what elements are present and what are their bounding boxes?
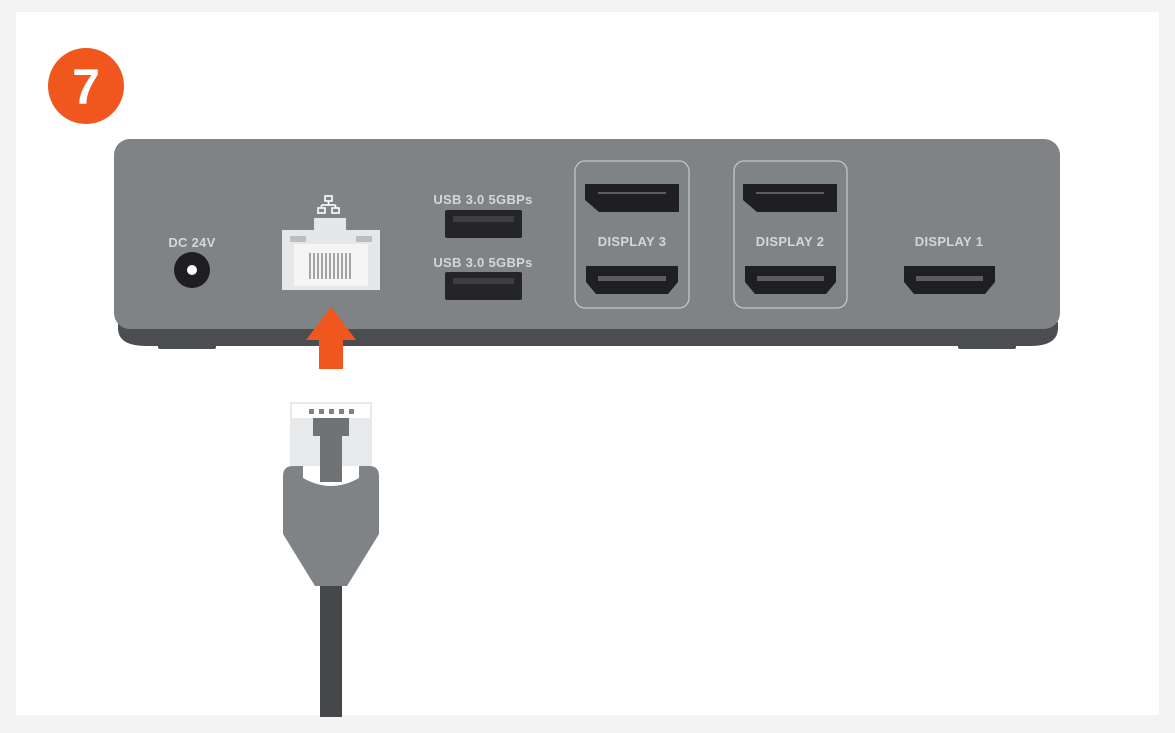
network-icon bbox=[317, 195, 340, 214]
label-usb-top: USB 3.0 5GBPs bbox=[433, 192, 532, 207]
power-jack-pin bbox=[187, 265, 197, 275]
usb-port-top bbox=[445, 210, 522, 238]
display3-group-outline bbox=[574, 160, 690, 309]
usb-port-bottom bbox=[445, 272, 522, 300]
ethernet-pins bbox=[309, 253, 351, 279]
displayport-2 bbox=[743, 184, 837, 212]
step-badge-circle bbox=[48, 48, 124, 124]
usb-port-top-tongue bbox=[453, 216, 514, 222]
panel bbox=[16, 12, 1159, 715]
hdmi-port-1-contact bbox=[916, 276, 983, 281]
plug-contacts bbox=[309, 409, 354, 414]
hdmi-port-2-contact bbox=[757, 276, 824, 281]
ethernet-port bbox=[282, 218, 380, 290]
ethernet-cable bbox=[283, 402, 379, 717]
step-number: 7 bbox=[72, 59, 100, 115]
step-badge: 7 bbox=[48, 48, 124, 124]
label-display1: DISPLAY 1 bbox=[915, 234, 983, 249]
label-power: DC 24V bbox=[168, 235, 215, 250]
docking-station: DC 24V bbox=[114, 139, 1060, 349]
ethernet-led-left bbox=[290, 236, 306, 242]
cable-boot bbox=[283, 466, 379, 586]
label-display2: DISPLAY 2 bbox=[756, 234, 824, 249]
plug-clip bbox=[313, 418, 349, 482]
usb-port-bottom-tongue bbox=[453, 278, 514, 284]
arrow-up-icon bbox=[306, 307, 356, 369]
hdmi-port-3-contact bbox=[598, 276, 666, 281]
cable-wire bbox=[320, 586, 342, 717]
ethernet-led-right bbox=[356, 236, 372, 242]
ethernet-port-cavity bbox=[294, 244, 368, 286]
label-usb-bottom: USB 3.0 5GBPs bbox=[433, 255, 532, 270]
display2-group-outline bbox=[733, 160, 848, 309]
label-display3: DISPLAY 3 bbox=[598, 234, 666, 249]
displayport-3 bbox=[585, 184, 679, 212]
